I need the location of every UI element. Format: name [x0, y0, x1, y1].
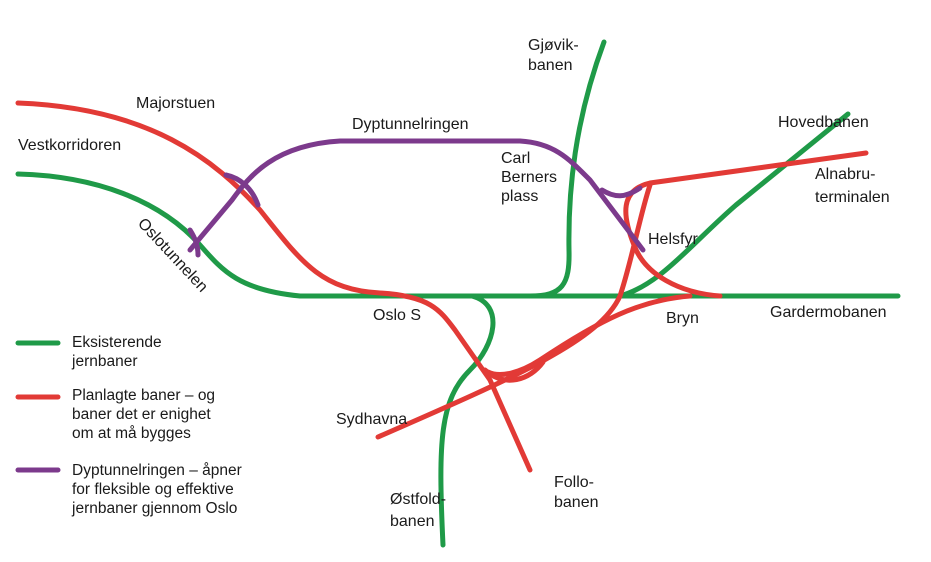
majorstuen-track	[15, 100, 533, 473]
sydhavna-label: Sydhavna	[336, 411, 407, 428]
legend-text-planned: Planlagte baner – og baner det er enighe…	[72, 387, 216, 442]
dyptunnelringen-label: Dyptunnelringen	[352, 116, 469, 133]
label-line: Østfold-	[390, 491, 446, 508]
label-line: banen	[528, 57, 573, 74]
ring-west-curve-2	[187, 227, 201, 258]
ostfoldbanen-track	[438, 293, 496, 548]
helsfyr-connector-track	[375, 182, 653, 440]
gjovikbanen-label: Gjøvik-banen	[528, 37, 579, 74]
gardermobanen-label: Gardermobanen	[770, 304, 887, 321]
vestkorridoren-track	[15, 171, 901, 299]
hovedbanen-track	[617, 111, 851, 299]
legend-text-existing: Eksisterende jernbaner	[72, 334, 162, 370]
vestkorridoren-label: Vestkorridoren	[18, 137, 121, 154]
deep-tunnel-ring	[187, 138, 646, 258]
label-line: terminalen	[815, 189, 890, 206]
majorstuen-label: Majorstuen	[136, 95, 215, 112]
dyptunnelringen-track	[187, 138, 646, 253]
legend-text-deep-tunnel: Dyptunnelringen – åpner for fleksible og…	[72, 462, 242, 517]
existing-railways	[15, 39, 901, 548]
bryn-label: Bryn	[666, 310, 699, 327]
alnabruterminalen-label: Alnabru-terminalen	[815, 166, 890, 206]
label-line: Alnabru-	[815, 166, 875, 183]
oslo-s-label: Oslo S	[373, 307, 421, 324]
follobanen-label: Follo-banen	[554, 474, 599, 511]
label-line: Carl	[501, 150, 530, 167]
label-line: Berners	[501, 169, 557, 186]
sydhavna-link-track	[485, 293, 693, 377]
legend-swatches	[15, 340, 61, 473]
ring-west-curve-1	[223, 172, 261, 208]
label-line: banen	[554, 494, 599, 511]
label-line: Follo-	[554, 474, 594, 491]
ring-east-curve	[599, 185, 643, 199]
follo-curve-track	[482, 359, 546, 383]
ostfoldbanen-label: Østfold-banen	[390, 491, 446, 530]
label-line: banen	[390, 513, 435, 530]
label-line: Gjøvik-	[528, 37, 579, 54]
gjovikbanen-track	[527, 39, 607, 299]
hovedbanen-label: Hovedbanen	[778, 114, 869, 131]
label-line: plass	[501, 188, 538, 205]
line-labels: Vestkorridoren Majorstuen Dyptunnelringe…	[18, 37, 890, 530]
helsfyr-label: Helsfyr	[648, 231, 698, 248]
